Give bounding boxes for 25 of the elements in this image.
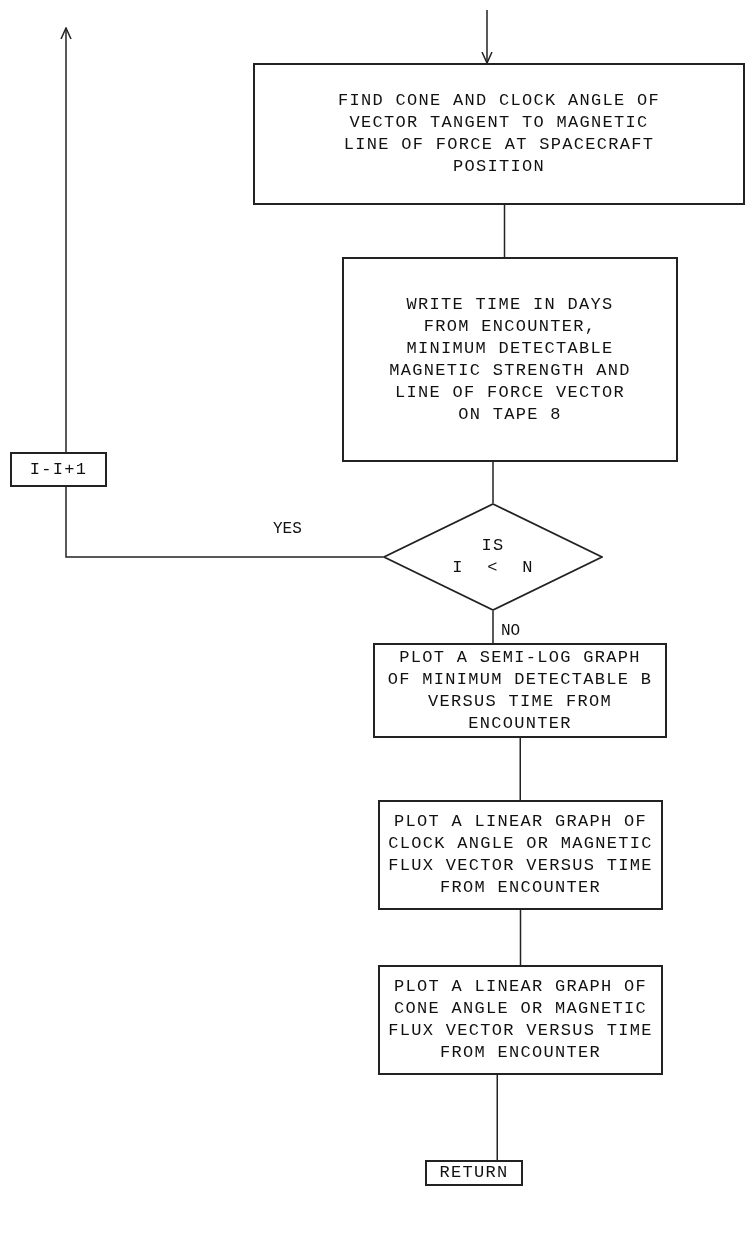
arrow — [481, 9, 493, 64]
process-box — [378, 800, 663, 910]
box-text: WRITE TIME IN DAYS FROM ENCOUNTER, MINIMUM DETECTABLE MAGNETIC STRENGTH AND LINE OF FORCE VECTOR ON TAPE 8 — [388, 293, 632, 426]
connector-line — [492, 610, 494, 644]
arrow — [60, 27, 72, 453]
connector-line — [496, 1074, 498, 1161]
box-text: PLOT A LINEAR GRAPH OF CONE ANGLE OR MAGNETIC FLUX VECTOR VERSUS TIME FROM ENCOUNTER — [388, 976, 653, 1064]
process-box — [253, 63, 745, 205]
connector-line — [503, 204, 506, 258]
process-box — [342, 257, 678, 462]
connector-line — [519, 737, 521, 801]
box-text: I-I+1 — [29, 458, 88, 481]
process-box — [378, 965, 663, 1075]
process-box — [10, 452, 107, 487]
connector-line — [519, 909, 522, 966]
connector-line — [492, 461, 494, 504]
box-text: PLOT A LINEAR GRAPH OF CLOCK ANGLE OR MAGNETIC FLUX VECTOR VERSUS TIME FROM ENCOUNTER — [388, 811, 653, 899]
box-text: I < N — [452, 557, 534, 579]
box-text: RETURN — [439, 1162, 509, 1184]
box-text: IS — [481, 535, 505, 557]
process-box — [425, 1160, 523, 1186]
decision-diamond — [383, 503, 603, 611]
box-text: PLOT A SEMI-LOG GRAPH OF MINIMUM DETECTABLE B VERSUS TIME FROM ENCOUNTER — [386, 646, 654, 735]
box-text: FIND CONE AND CLOCK ANGLE OF VECTOR TANGENT TO MAGNETIC LINE OF FORCE AT SPACECRAFT POSITION — [336, 90, 661, 178]
connector-line — [65, 486, 384, 558]
